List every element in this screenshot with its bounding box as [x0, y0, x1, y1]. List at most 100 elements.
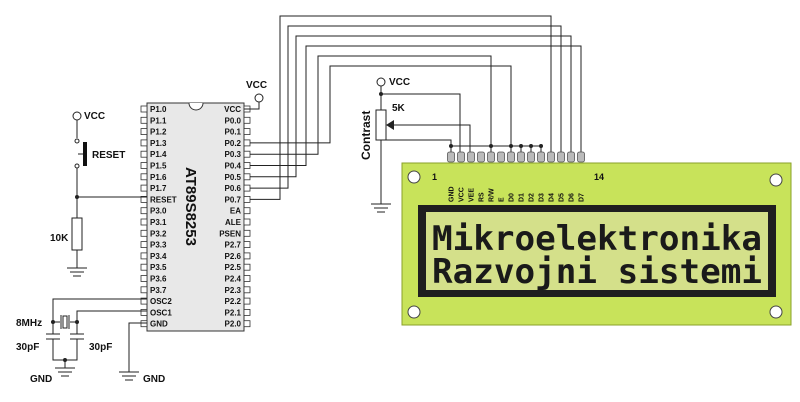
mcu-pin-left — [140, 150, 148, 158]
lcd-gnd-junction — [529, 144, 533, 148]
lcd-pin — [577, 151, 585, 163]
mcu-pin-right — [243, 150, 251, 158]
lcd-pin-label: D0 — [509, 193, 516, 202]
lcd-pin-label: D2 — [529, 193, 536, 202]
mcu-pin-left — [140, 162, 148, 169]
mcu-pin-left — [140, 241, 148, 249]
crystal-junction-right — [75, 320, 79, 324]
mcu-pin-right-label: P0.0 — [225, 116, 242, 125]
mcu-pin-left — [140, 229, 148, 237]
lcd-line-2: Razvojni sistemi — [432, 252, 762, 292]
lcd-pin-label: R/W — [489, 188, 496, 202]
lcd-pin — [557, 151, 565, 163]
mcu-pin-right-label: P2.4 — [225, 275, 242, 284]
mcu-pin-right — [243, 195, 251, 203]
mcu-pin-left-label: P3.0 — [150, 207, 167, 216]
resistor-10k-label: 10K — [50, 233, 69, 244]
reset-junction — [75, 195, 79, 199]
mcu-pin-right-label: P0.6 — [225, 184, 242, 193]
mcu-pin-right — [243, 241, 251, 249]
reset-contact-top — [74, 138, 80, 144]
lcd-pin — [467, 151, 475, 163]
lcd-pin — [487, 151, 495, 163]
lcd-pin-label: D3 — [539, 193, 546, 202]
mcu-pin-left-label: P1.2 — [150, 128, 167, 137]
mcu-pin-left — [140, 207, 148, 215]
vcc-pot-terminal — [376, 77, 386, 87]
lcd-pin — [547, 151, 555, 163]
mcu-pin-right-label: P2.2 — [225, 297, 242, 306]
gnd2-label: GND — [143, 374, 165, 385]
mcu-pin-left-label: GND — [150, 320, 168, 329]
mcu-pin-left-label: RESET — [150, 195, 177, 204]
lcd-pin-label: VCC — [459, 187, 466, 202]
lcd-gnd-junction — [509, 144, 513, 148]
port-wire — [250, 25, 562, 189]
mcu-pin-right — [243, 173, 251, 181]
lcd-pin — [567, 151, 575, 163]
mcu-pin-left-label: P3.3 — [150, 241, 167, 250]
mcu-pin-right-label: VCC — [224, 105, 241, 114]
port-wire — [250, 15, 552, 200]
mcu-pin-right-label: ALE — [225, 218, 242, 227]
lcd-mount-hole-br — [769, 305, 783, 319]
vcc-reset-terminal — [72, 111, 82, 121]
mcu-pin-left — [140, 184, 148, 192]
lcd-pin-label: GND — [449, 186, 456, 202]
mcu-pin-left — [140, 275, 148, 282]
potentiometer — [375, 109, 387, 141]
lcd-gnd-junction — [449, 144, 453, 148]
contrast-label: Contrast — [359, 111, 373, 160]
resistor-10k — [71, 217, 83, 251]
lcd-gnd-junction — [539, 144, 543, 148]
lcd-pin-label: VEE — [469, 188, 476, 202]
lcd-pin-label: D4 — [549, 193, 556, 202]
lcd-pin — [527, 151, 535, 163]
osc-gnd-symbol — [55, 367, 75, 377]
mcu-gnd-symbol — [119, 371, 139, 381]
mcu-pin-right — [243, 252, 251, 260]
mcu-pin-left-label: P3.7 — [150, 286, 167, 295]
crystal-plates — [60, 315, 70, 329]
pot-wiper-to-vee — [394, 124, 471, 152]
mcu-pin-left-label: P1.7 — [150, 184, 167, 193]
crystal-label: 8MHz — [16, 318, 42, 329]
mcu-pin-right — [243, 263, 251, 271]
mcu-pin-left — [140, 263, 148, 271]
mcu-pin-left — [140, 105, 148, 113]
mcu-pin-right — [243, 275, 251, 282]
mcu-pin-right — [243, 297, 251, 305]
mcu-pin-right — [243, 286, 251, 294]
cap-gnd-junction — [63, 358, 67, 362]
mcu-pin-right-label: P0.1 — [225, 128, 242, 137]
mcu-pin-right — [243, 229, 251, 237]
pot-gnd-symbol — [371, 203, 391, 213]
mcu-pins: P1.0P1.1P1.2P1.3P1.4P1.5P1.6P1.7RESETP3.… — [140, 105, 251, 329]
mcu-pin-right — [243, 184, 251, 192]
mcu-pin-left-label: P3.4 — [150, 252, 167, 261]
reset-label: RESET — [92, 150, 125, 161]
lcd-mount-hole-tr — [769, 173, 783, 187]
lcd-pin — [507, 151, 515, 163]
cap2-symbol — [70, 333, 84, 340]
lcd-pin-label: D1 — [519, 193, 526, 202]
mcu-pin-left — [140, 286, 148, 294]
port-wire — [250, 45, 582, 166]
mcu-pin-right-label: PSEN — [219, 229, 241, 238]
mcu-pin-right-label: P2.6 — [225, 252, 242, 261]
mcu-pin-left — [140, 195, 148, 203]
mcu-pin-left — [140, 116, 148, 124]
cap1-label: 30pF — [16, 342, 39, 353]
mcu-pin-left-label: P1.4 — [150, 150, 167, 159]
lcd-pin-label: RS — [479, 192, 486, 202]
mcu-pin-right-label: P2.3 — [225, 286, 242, 295]
mcu-pin-left — [140, 173, 148, 181]
lcd-pin-first-label: 1 — [432, 172, 437, 182]
lcd-gnd-junction — [519, 144, 523, 148]
vcc-mcu-label: VCC — [246, 80, 267, 91]
mcu-pin-right-label: P2.7 — [225, 241, 242, 250]
lcd-pin — [457, 151, 465, 163]
pot-wiper-arrow — [386, 120, 394, 130]
